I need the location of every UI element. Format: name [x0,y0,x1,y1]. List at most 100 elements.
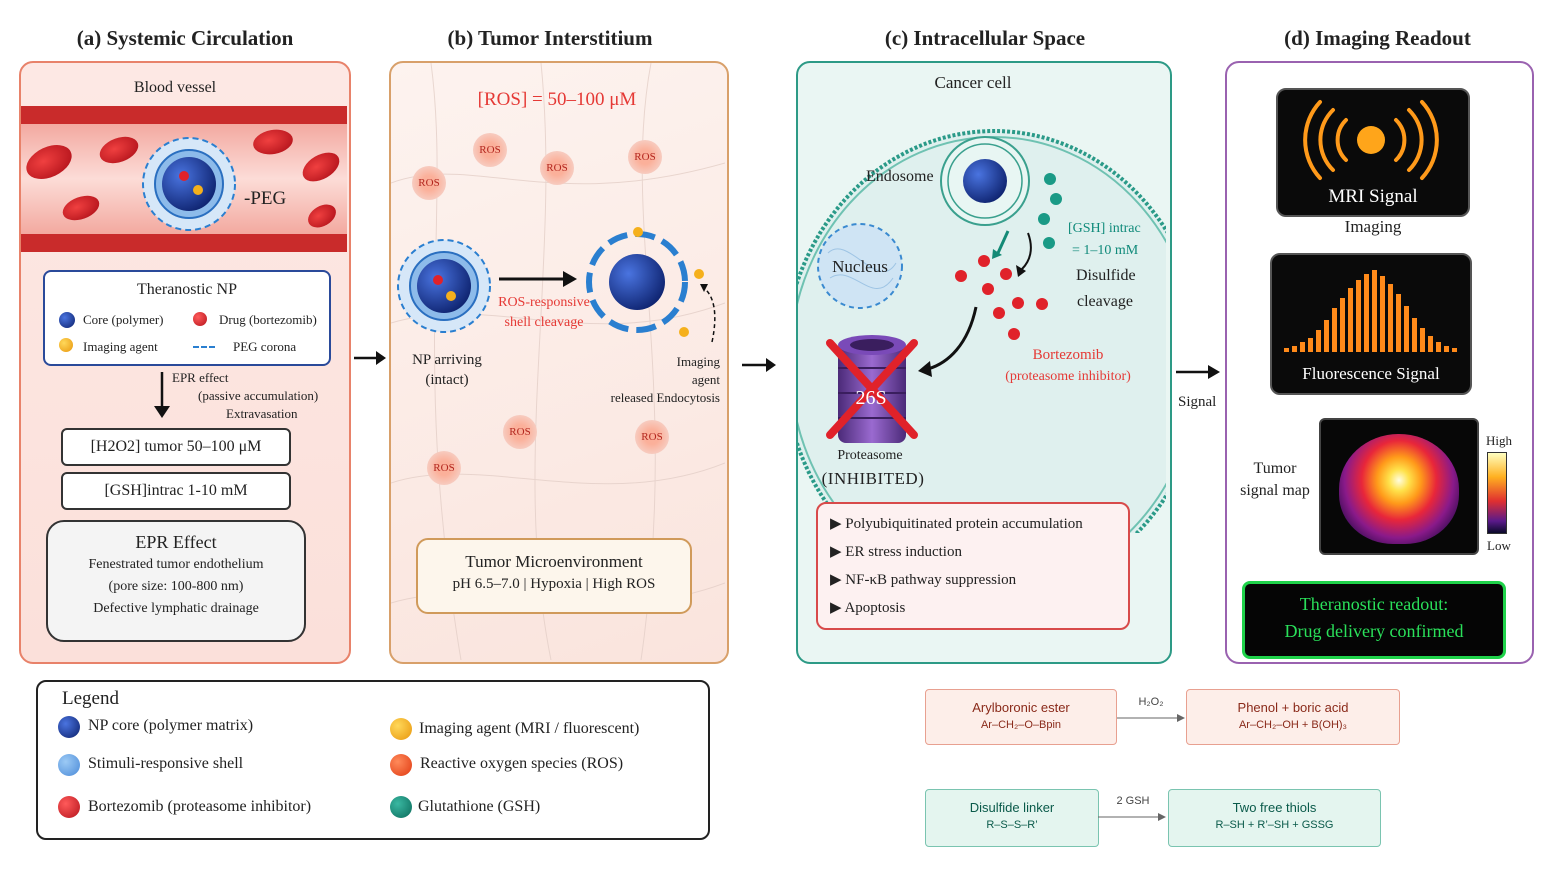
ros-particle: ROS [503,415,537,449]
readout-line-2: Drug delivery confirmed [1284,621,1464,641]
blood-vessel-illustration [21,106,347,252]
imaging-released-label-2: agent [691,372,720,387]
gsh-intrac-label-2: = 1–10 mM [1072,243,1139,258]
legend-item-label: NP core (polymer matrix) [88,717,254,734]
arrow-a-to-b-icon [354,351,386,365]
theranostic-np-title: Theranostic NP [137,281,237,298]
epr-arrow-label-2: (passive accumulation) [198,388,319,403]
panel-d-title: (d) Imaging Readout [1284,26,1471,50]
heat-scale-high-label: High [1486,433,1512,448]
tme-title: Tumor Microenvironment [465,552,643,571]
legend-title: Legend [62,688,119,709]
legend-shell-icon [58,754,80,776]
endosome-label: Endosome [866,168,934,185]
epr-arrow-label-1: EPR effect [172,370,229,385]
legend-item-label: Glutathione (GSH) [418,798,541,815]
effect-item: ▶ ER stress induction [830,544,962,560]
cleavage-arrow-icon [499,271,577,287]
ros-particle: ROS [540,151,574,185]
reaction-2-reactant-formula: R–S–S–R’ [986,819,1038,831]
legend-gsh-icon [390,796,412,818]
reaction-1-product-box: Phenol + boric acid Ar–CH₂–OH + B(OH)₃ [1186,689,1400,745]
np-arriving-label-1: NP arriving [412,352,482,368]
panel-a-title: (a) Systemic Circulation [76,26,294,50]
mri-waves-icon [1303,100,1439,180]
theranostic-np-box: Theranostic NP Core (polymer) Drug (bort… [43,270,331,366]
reaction-1-reactant-formula: Ar–CH₂–O–Bpin [980,719,1062,731]
np-item-imaging: Imaging agent [83,339,158,354]
tumor-signal-map [1319,418,1479,555]
reaction-2-product-title: Two free thiols [1232,800,1317,815]
reaction-1-reactant-title: Arylboronic ester [972,700,1070,715]
epr-effect-line-3: Defective lymphatic drainage [93,601,259,616]
tumor-map-label-2: signal map [1240,482,1310,499]
reaction-1-product-formula: Ar–CH₂–OH + B(OH)₃ [1238,719,1348,731]
epr-arrow-icon [154,372,170,418]
reaction-2-reactant-title: Disulfide linker [969,800,1055,815]
reaction-2-arrow-icon [1098,813,1166,821]
fluorescence-spectrum-icon [1284,270,1457,352]
legend-item-label: Stimuli-responsive shell [88,755,244,772]
proteasome-26s-label: 26S [855,387,887,409]
gsh-concentration-box: [GSH]intrac 1-10 mM [61,472,291,510]
cleaving-np-illustration [586,227,716,343]
reaction-1-reactant-box: Arylboronic ester Ar–CH₂–O–Bpin [925,689,1117,745]
effect-item-label: ER stress induction [845,544,962,560]
ros-particle: ROS [473,133,507,167]
legend-item-label: Reactive oxygen species (ROS) [420,755,624,772]
blood-vessel-label: Blood vessel [133,79,217,96]
bortezomib-label-2: (proteasome inhibitor) [1005,369,1131,384]
cancer-cell-illustration [798,129,1166,533]
ros-concentration: [ROS] = 50–100 μM [477,89,637,110]
imaging-released-label-3: released Endocytosis [610,390,720,405]
legend-ros-icon [390,754,412,776]
cleavage-label-1: ROS-responsive [498,295,590,310]
panel-b-title: (b) Tumor Interstitium [447,26,653,50]
effect-item-label: Polyubiquitinated protein accumulation [845,516,1083,532]
epr-effect-line-2: (pore size: 100-800 nm) [108,579,244,594]
effect-item-label: Apoptosis [844,600,906,616]
legend-imaging-agent-icon [390,718,412,740]
bortezomib-label-1: Bortezomib [1032,347,1104,363]
h2o2-concentration-box: [H2O2] tumor 50–100 μM [61,428,291,466]
reaction-1-reagent: H₂O₂ [1138,696,1164,708]
legend-np-core-icon [58,716,80,738]
ros-particle: ROS [635,420,669,454]
proteasome-inhibited-label: (INHIBITED) [821,469,925,488]
tumor-microenvironment-box: Tumor Microenvironment pH 6.5–7.0 | Hypo… [416,538,692,614]
imaging-agent-icon [59,338,73,352]
ros-particle: ROS [427,451,461,485]
tumor-map-label-1: Tumor [1253,460,1297,477]
nucleus-label: Nucleus [832,257,888,276]
np-item-core: Core (polymer) [83,312,164,327]
reaction-2-product-box: Two free thiols R–SH + R’–SH + GSSG [1168,789,1381,847]
reaction-2-product-formula: R–SH + R’–SH + GSSG [1215,819,1334,831]
cleavage-label-2: shell cleavage [504,315,584,330]
arrow-b-to-c-icon [742,358,776,372]
imaging-released-label-1: Imaging [676,354,720,369]
np-item-drug: Drug (bortezomib) [219,312,317,327]
reaction-1-product-title: Phenol + boric acid [1237,700,1349,715]
peg-corona-icon [193,346,215,348]
reaction-1-arrow-icon [1117,714,1185,722]
epr-effect-box: EPR Effect Fenestrated tumor endothelium… [46,520,306,642]
reaction-2-reactant-box: Disulfide linker R–S–S–R’ [925,789,1099,847]
ros-particle: ROS [628,140,662,174]
arrow-c-to-d-icon [1176,365,1220,379]
legend-item-label: Bortezomib (proteasome inhibitor) [88,798,312,815]
downstream-effects-box: ▶ Polyubiquitinated protein accumulation… [816,502,1130,630]
legend-item-label: Imaging agent (MRI / fluorescent) [419,720,640,737]
peg-label: -PEG [244,188,287,209]
heat-scale-bar [1487,452,1507,534]
ros-particle: ROS [412,166,446,200]
np-item-peg: PEG corona [233,339,297,354]
fluorescence-signal-label: Fluorescence Signal [1302,364,1440,383]
effect-item-label: NF-κB pathway suppression [845,572,1017,588]
heat-scale-low-label: Low [1487,538,1511,553]
drug-icon [193,312,207,326]
core-polymer-icon [59,312,75,328]
readout-line-1: Theranostic readout: [1299,594,1449,614]
epr-effect-line-1: Fenestrated tumor endothelium [88,557,264,572]
theranostic-readout-box: Theranostic readout: Drug delivery confi… [1242,581,1506,659]
effect-item: ▶ Polyubiquitinated protein accumulation [830,516,1083,532]
